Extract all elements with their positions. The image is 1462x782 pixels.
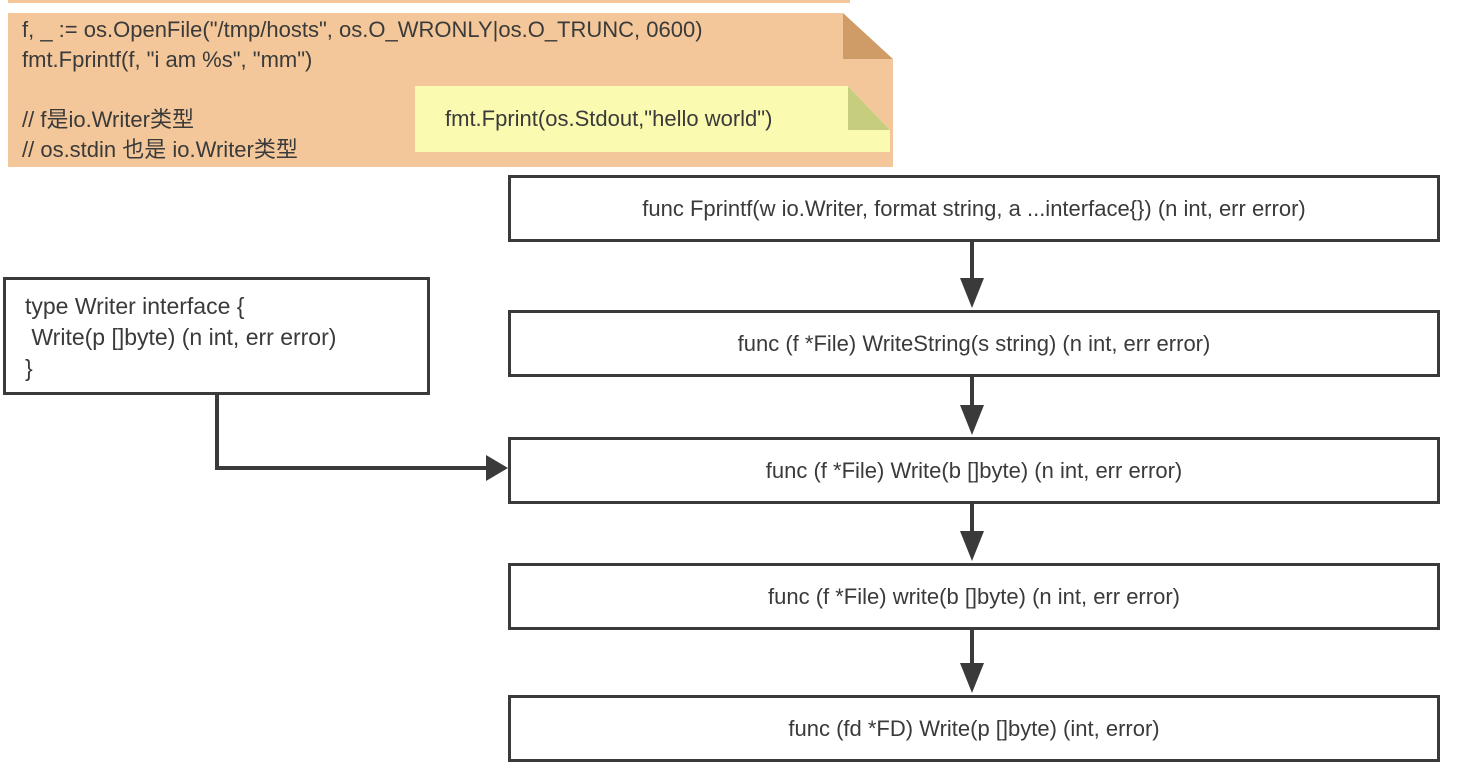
arrow-line [970,504,974,533]
flow-box-writestring: func (f *File) WriteString(s string) (n … [508,310,1440,377]
flow-box-file-write-lower: func (f *File) write(b []byte) (n int, e… [508,563,1440,630]
yellow-note-code: fmt.Fprint(os.Stdout,"hello world") [445,106,773,131]
interface-line: type Writer interface { [25,293,245,319]
code-line: fmt.Fprintf(f, "i am %s", "mm") [22,47,313,72]
arrow-down-icon [960,531,984,561]
arrow-down-icon [960,278,984,308]
comment-line: // f是io.Writer类型 [22,107,194,132]
interface-line: } [25,355,33,381]
arrow-line [970,242,974,280]
cropped-note-edge [8,0,850,3]
arrow-line [970,377,974,407]
arrow-down-icon [960,405,984,435]
elbow-connector-horizontal [215,466,487,470]
elbow-connector-vertical [215,395,219,470]
flow-box-fd-write: func (fd *FD) Write(p []byte) (int, erro… [508,695,1440,762]
arrow-line [970,630,974,665]
orange-note-code: f, _ := os.OpenFile("/tmp/hosts", os.O_W… [22,15,883,167]
flow-box-file-write: func (f *File) Write(b []byte) (n int, e… [508,437,1440,504]
arrow-right-icon [486,455,508,481]
arrow-down-icon [960,663,984,693]
comment-line: // os.stdin 也是 io.Writer类型 [22,137,298,162]
writer-interface-box: type Writer interface { Write(p []byte) … [3,277,430,395]
yellow-sticky-note: fmt.Fprint(os.Stdout,"hello world") [415,86,890,152]
code-line: f, _ := os.OpenFile("/tmp/hosts", os.O_W… [22,17,703,42]
interface-line: Write(p []byte) (n int, err error) [25,324,337,350]
flow-box-fprintf: func Fprintf(w io.Writer, format string,… [508,175,1440,242]
